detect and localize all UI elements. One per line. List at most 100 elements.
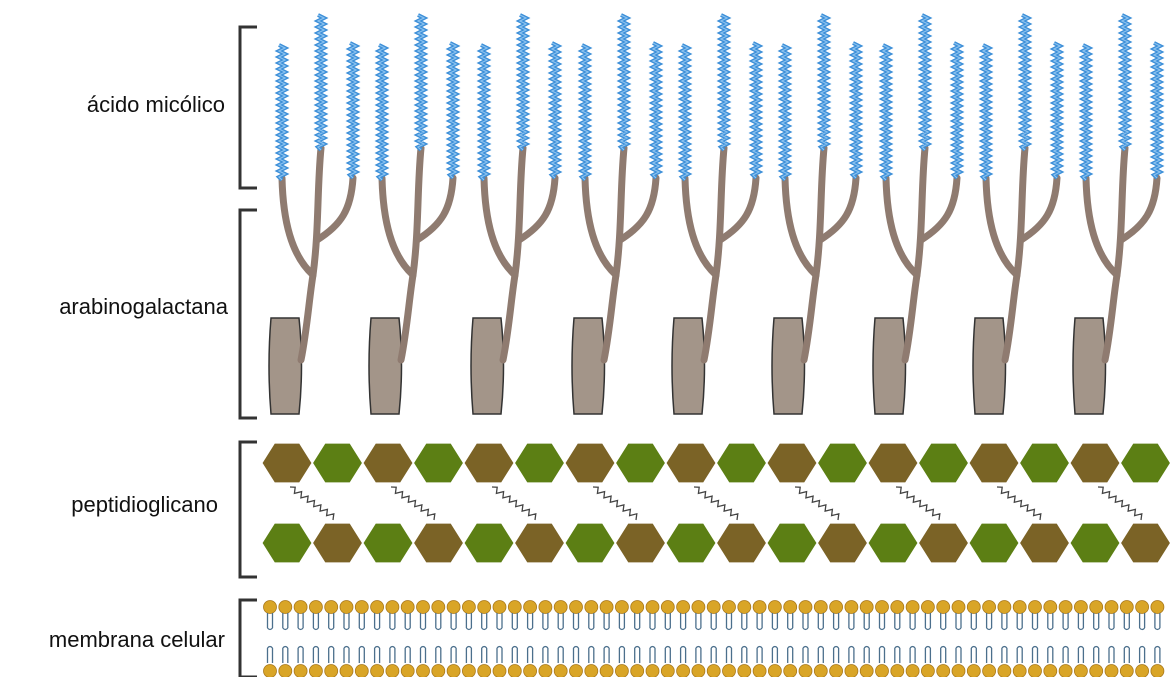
lipid-head — [723, 601, 736, 614]
peptidoglycan-hexagon — [1070, 443, 1120, 483]
peptide-crosslink — [795, 487, 839, 520]
lipid-head — [493, 665, 506, 677]
lipid-head — [1013, 665, 1026, 677]
lipid-head — [692, 665, 705, 677]
peptidoglycan-hexagon — [868, 523, 918, 563]
lipid-head — [279, 665, 292, 677]
lipid-tail — [451, 613, 456, 630]
mycolic-acid-chain — [821, 15, 827, 150]
lipid-head — [554, 665, 567, 677]
arabinogalactan-block — [1073, 318, 1106, 414]
peptidoglycan-hexagon — [313, 443, 363, 483]
lipid-head — [386, 665, 399, 677]
stem-middle — [413, 148, 421, 275]
peptidoglycan-hexagon — [363, 443, 413, 483]
lipid-head — [799, 665, 812, 677]
lipid-tail — [543, 613, 548, 630]
lipid-head — [417, 601, 430, 614]
lipid-tail — [941, 613, 946, 630]
arabinogalactan-block — [672, 318, 705, 414]
peptidoglycan-hexagon — [818, 443, 868, 483]
peptide-crosslink — [1098, 487, 1142, 520]
lipid-tail — [466, 613, 471, 630]
lipid-head — [845, 601, 858, 614]
lipid-head — [432, 665, 445, 677]
lipid-head — [309, 665, 322, 677]
lipid-tail — [880, 647, 885, 664]
stem-right — [820, 178, 856, 240]
lipid-tail — [864, 613, 869, 630]
arabinogalactan-unit — [269, 148, 353, 414]
lipid-tail — [604, 647, 609, 664]
lipid-tail — [742, 613, 747, 630]
lipid-tail — [665, 613, 670, 630]
stem-right — [921, 178, 957, 240]
lipid-head — [1120, 601, 1133, 614]
lipid-tail — [1078, 613, 1083, 630]
peptidoglycan-hexagon — [717, 443, 767, 483]
lipid-head — [401, 601, 414, 614]
lipid-tail — [619, 613, 624, 630]
stem-right — [1021, 178, 1057, 240]
peptide-crosslink — [290, 487, 334, 520]
peptidoglycan-hexagon — [666, 523, 716, 563]
lipid-tail — [1124, 613, 1129, 630]
lipid-tail — [818, 613, 823, 630]
peptidoglycan-hexagon — [313, 523, 363, 563]
lipid-head — [830, 665, 843, 677]
stem-trunk — [503, 275, 515, 360]
stem-trunk — [704, 275, 716, 360]
peptidoglycan-hexagon — [616, 443, 666, 483]
lipid-head — [570, 601, 583, 614]
lipid-tail — [772, 613, 777, 630]
lipid-tail — [1109, 613, 1114, 630]
peptidoglycan-hexagon — [919, 443, 969, 483]
lipid-head — [508, 601, 521, 614]
lipid-head — [600, 601, 613, 614]
lipid-head — [1105, 665, 1118, 677]
lipid-tail — [512, 613, 517, 630]
mycolic-acid-chain — [983, 45, 989, 180]
stem-middle — [816, 148, 824, 275]
lipid-head — [814, 601, 827, 614]
stem-right — [519, 178, 555, 240]
lipid-tail — [635, 613, 640, 630]
lipid-head — [585, 665, 598, 677]
peptidoglycan-hexagon — [1020, 523, 1070, 563]
lipid-tail — [803, 647, 808, 664]
peptide-crosslink — [896, 487, 940, 520]
stem-left — [986, 178, 1017, 275]
peptidoglycan-hexagon — [515, 443, 565, 483]
lipid-tail — [436, 613, 441, 630]
stem-left — [785, 178, 816, 275]
stem-trunk — [905, 275, 917, 360]
stem-right — [620, 178, 656, 240]
lipid-tail — [650, 647, 655, 664]
lipid-tail — [1017, 647, 1022, 664]
lipid-tail — [558, 647, 563, 664]
stem-left — [1086, 178, 1117, 275]
lipid-head — [539, 665, 552, 677]
lipid-head — [937, 665, 950, 677]
lipid-head — [615, 601, 628, 614]
lipid-tail — [589, 613, 594, 630]
bracket-peptidoglycan — [240, 442, 257, 577]
lipid-head — [1074, 601, 1087, 614]
peptidoglycan-hexagon — [464, 523, 514, 563]
lipid-head — [646, 665, 659, 677]
peptidoglycan-hexagon — [565, 523, 615, 563]
stem-left — [886, 178, 917, 275]
peptidoglycan-hexagon — [818, 523, 868, 563]
peptide-crosslink — [492, 487, 536, 520]
lipid-head — [1090, 601, 1103, 614]
mycolic-acid-chain — [621, 15, 627, 150]
arabinogalactan-unit — [973, 148, 1057, 414]
peptidoglycan-hexagon — [262, 523, 312, 563]
lipid-head — [814, 665, 827, 677]
lipid-tail — [466, 647, 471, 664]
lipid-tail — [757, 647, 762, 664]
lipid-head — [554, 601, 567, 614]
arabinogalactan-unit — [873, 148, 957, 414]
lipid-head — [462, 665, 475, 677]
lipid-tail — [1094, 613, 1099, 630]
